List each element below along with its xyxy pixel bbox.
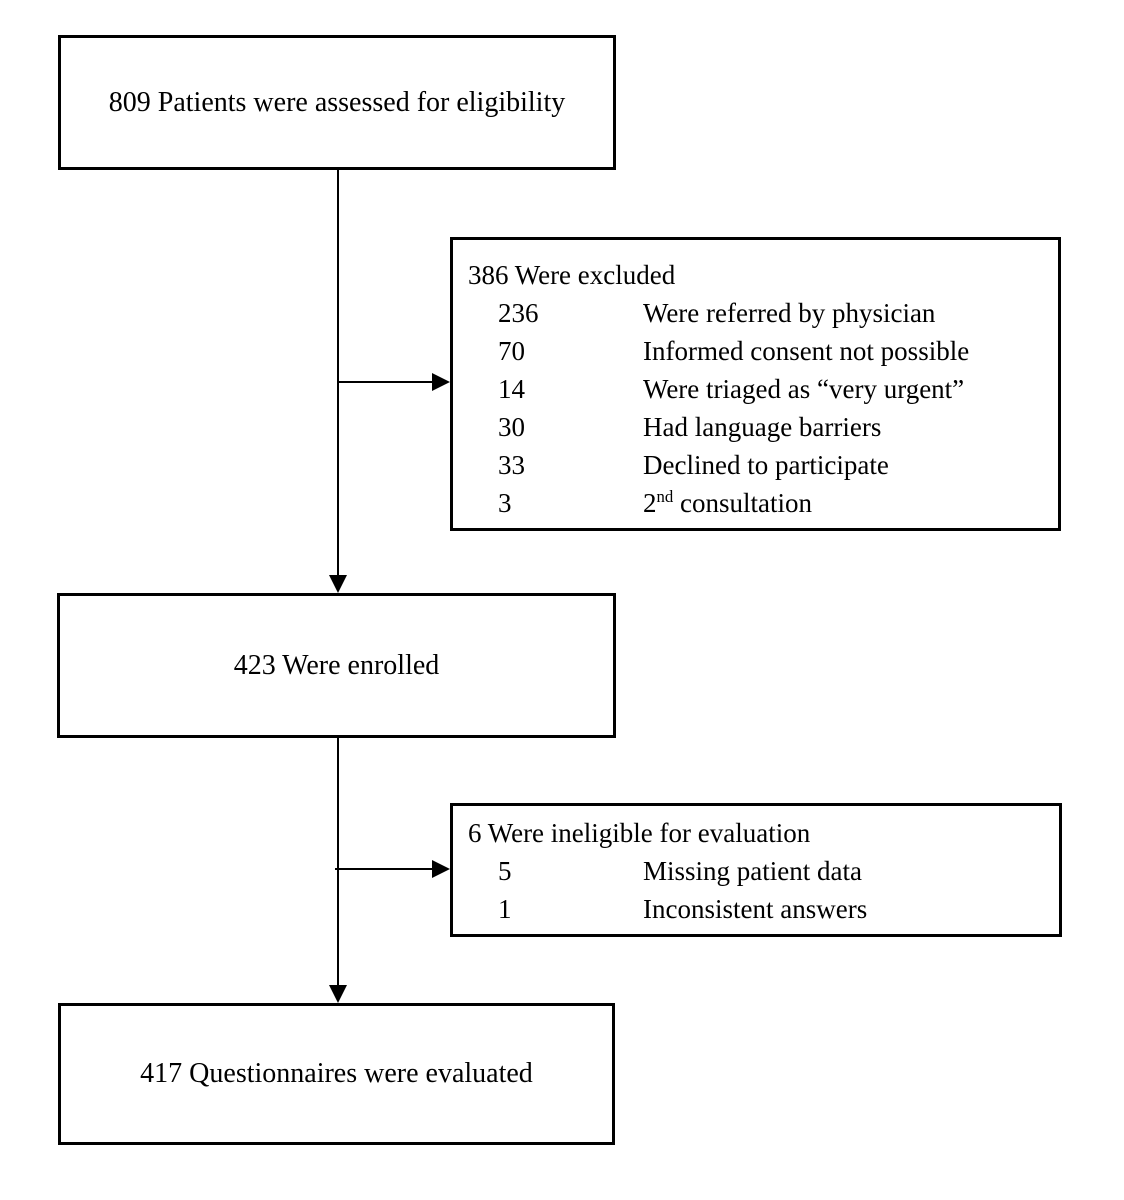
- reason-count: 70: [498, 336, 525, 366]
- box-enrolled: 423 Were enrolled: [57, 593, 616, 738]
- connector-assessed-to-enrolled-line: [337, 170, 339, 575]
- box-evaluated-text: 417 Questionnaires were evaluated: [140, 1058, 533, 1089]
- connector-branch-to-ineligible-line: [335, 868, 432, 870]
- excluded-reason-row: 33 Declined to participate: [453, 446, 1058, 484]
- reason-label: Missing patient data: [643, 856, 862, 886]
- box-excluded-header: 386 Were excluded: [468, 260, 676, 290]
- reason-label: Were triaged as “very urgent”: [643, 374, 965, 404]
- reason-label: Declined to participate: [643, 450, 889, 480]
- reason-label-prefix: 2: [643, 488, 657, 518]
- reason-count: 14: [498, 374, 525, 404]
- reason-count: 236: [498, 298, 539, 328]
- reason-count: 5: [498, 856, 512, 886]
- box-questionnaires-evaluated: 417 Questionnaires were evaluated: [58, 1003, 615, 1145]
- reason-label: Had language barriers: [643, 412, 882, 442]
- connector-branch-to-ineligible-arrowhead-icon: [432, 860, 450, 878]
- reason-label-superscript: nd: [656, 487, 674, 506]
- box-ineligible-header: 6 Were ineligible for evaluation: [468, 818, 811, 848]
- box-excluded: 386 Were excluded 236 Were referred by p…: [450, 237, 1061, 531]
- excluded-reason-row: 3 2nd consultation: [453, 484, 1058, 522]
- reason-label: Informed consent not possible: [643, 336, 970, 366]
- excluded-reason-row: 14 Were triaged as “very urgent”: [453, 370, 1058, 408]
- connector-branch-to-excluded-arrowhead-icon: [432, 373, 450, 391]
- box-enrolled-text: 423 Were enrolled: [233, 649, 440, 681]
- connector-branch-to-excluded-line: [337, 381, 432, 383]
- box-assessed-text: 809 Patients were assessed for eligibili…: [108, 86, 566, 118]
- box-ineligible: 6 Were ineligible for evaluation 5 Missi…: [450, 803, 1062, 937]
- reason-count: 1: [498, 894, 512, 924]
- reason-label-suffix: consultation: [673, 488, 812, 518]
- ineligible-reason-row: 1 Inconsistent answers: [453, 890, 1059, 928]
- excluded-reason-row: 236 Were referred by physician: [453, 294, 1058, 332]
- reason-label: 2nd consultation: [643, 484, 1058, 522]
- excluded-reason-row: 70 Informed consent not possible: [453, 332, 1058, 370]
- reason-label: Were referred by physician: [643, 298, 936, 328]
- reason-count: 30: [498, 412, 525, 442]
- box-assessed-for-eligibility: 809 Patients were assessed for eligibili…: [58, 35, 616, 170]
- reason-count: 3: [498, 488, 512, 518]
- reason-count: 33: [498, 450, 525, 480]
- reason-label: Inconsistent answers: [643, 894, 868, 924]
- connector-enrolled-to-evaluated-line: [337, 738, 339, 985]
- connector-assessed-to-enrolled-arrowhead-icon: [329, 575, 347, 593]
- excluded-reason-row: 30 Had language barriers: [453, 408, 1058, 446]
- ineligible-reason-row: 5 Missing patient data: [453, 852, 1059, 890]
- connector-enrolled-to-evaluated-arrowhead-icon: [329, 985, 347, 1003]
